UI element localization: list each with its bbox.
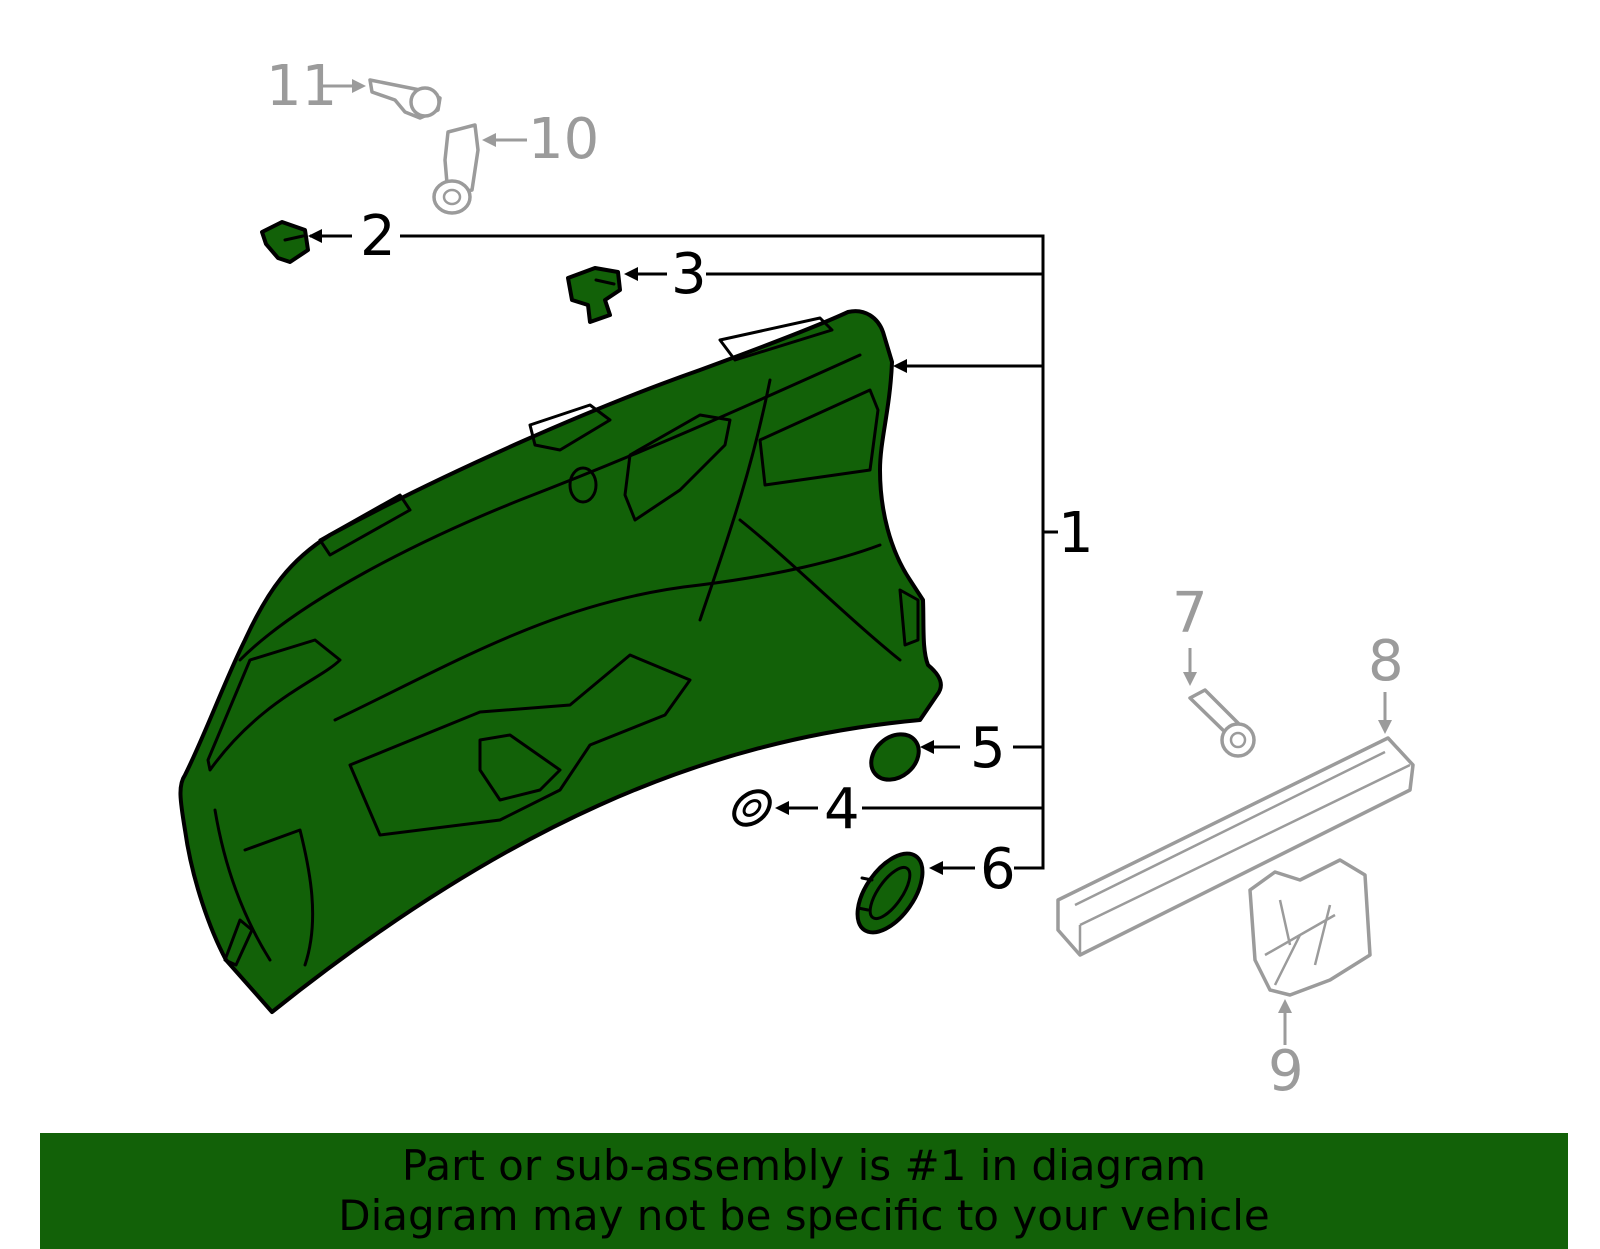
parts-diagram: 1 2 3 4 5 6 7 8 9 10 11 bbox=[178, 54, 1415, 1104]
callout-7: 7 bbox=[1172, 581, 1208, 646]
banner-line-disclaimer: Diagram may not be specific to your vehi… bbox=[338, 1191, 1270, 1240]
callout-10: 10 bbox=[528, 107, 599, 172]
callout-5: 5 bbox=[970, 716, 1006, 781]
part-3-bracket bbox=[566, 266, 622, 324]
callout-8: 8 bbox=[1368, 629, 1404, 694]
callout-1: 1 bbox=[1058, 501, 1094, 566]
trunk-lid-trim-panel bbox=[178, 309, 943, 1014]
callout-6: 6 bbox=[980, 837, 1016, 902]
part-7-bolt bbox=[1188, 688, 1256, 758]
part-5-plug bbox=[869, 732, 921, 782]
callout-11: 11 bbox=[266, 54, 337, 119]
callout-3: 3 bbox=[671, 242, 707, 307]
callout-2: 2 bbox=[360, 204, 396, 269]
part-9-bracket bbox=[1248, 858, 1372, 997]
part-2-clip bbox=[260, 220, 310, 264]
callout-4: 4 bbox=[824, 777, 860, 842]
banner-line-part: Part or sub-assembly is #1 in diagram bbox=[401, 1141, 1207, 1190]
info-banner: Part or sub-assembly is #1 in diagram Di… bbox=[40, 1133, 1568, 1249]
part-6-handle bbox=[855, 851, 925, 935]
part-4-washer bbox=[732, 789, 772, 827]
part-8-strip bbox=[1056, 736, 1415, 957]
part-10-grommet bbox=[432, 123, 480, 215]
callout-9: 9 bbox=[1268, 1039, 1304, 1104]
leader-lines bbox=[308, 79, 1392, 1045]
part-11-clip bbox=[368, 78, 442, 120]
